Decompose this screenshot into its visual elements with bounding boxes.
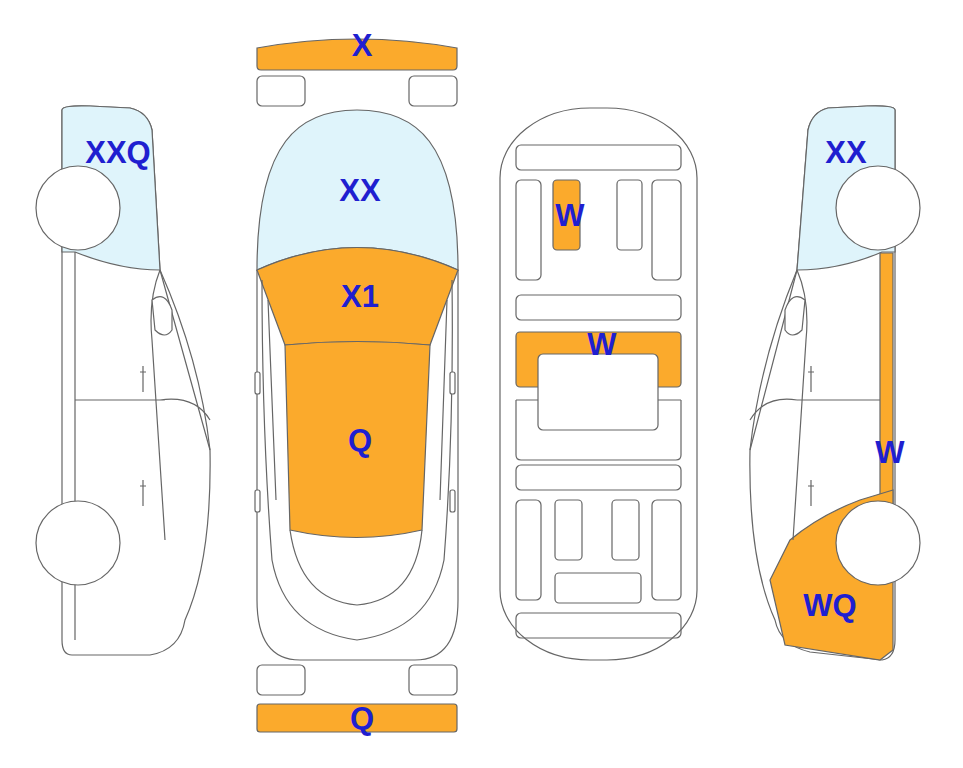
- damage-code: WQ: [803, 590, 856, 621]
- under-part: [555, 573, 641, 603]
- under-part: [516, 613, 681, 638]
- under-part: [516, 145, 681, 170]
- under-part: [617, 180, 642, 250]
- damage-code: X: [352, 30, 373, 61]
- door-line: [268, 300, 447, 500]
- damage-code: W: [875, 437, 904, 468]
- headlight: [257, 76, 305, 106]
- damage-code: XXQ: [85, 137, 150, 168]
- damage-code: XX: [339, 175, 380, 206]
- windshield: [257, 248, 458, 346]
- handle: [255, 490, 260, 512]
- under-part: [516, 500, 541, 600]
- taillight: [409, 665, 457, 695]
- damage-code: XX: [825, 137, 866, 168]
- left-handle: [140, 366, 146, 506]
- under-panel: [538, 354, 658, 430]
- right-handle: [808, 366, 814, 506]
- under-part: [516, 295, 681, 320]
- right-pillar: [880, 253, 893, 510]
- right-door-line: [750, 270, 880, 540]
- under-part: [516, 465, 681, 490]
- under-part: [612, 500, 639, 560]
- roof: [285, 342, 430, 538]
- damage-code: W: [587, 329, 616, 360]
- damage-code: X1: [341, 281, 379, 312]
- right-front-wheel: [836, 166, 920, 250]
- body-line: [262, 280, 452, 640]
- underside-body: [500, 108, 697, 660]
- damage-code: Q: [350, 703, 374, 734]
- left-front-wheel: [36, 166, 120, 250]
- handle: [450, 490, 455, 512]
- under-part: [652, 180, 681, 280]
- mirror: [255, 372, 260, 394]
- under-part: [555, 500, 582, 560]
- left-rear-wheel: [36, 501, 120, 585]
- under-part: [652, 500, 681, 600]
- hood: [257, 110, 458, 270]
- taillight: [257, 665, 305, 695]
- headlight: [409, 76, 457, 106]
- rear-window: [290, 530, 422, 605]
- mirror: [450, 372, 455, 394]
- left-mirror: [152, 297, 172, 335]
- damage-code: Q: [348, 425, 372, 456]
- under-part: [516, 180, 541, 280]
- right-mirror: [785, 297, 805, 335]
- under-part: [516, 400, 681, 460]
- right-rear-wheel: [836, 501, 920, 585]
- damage-code: W: [555, 200, 584, 231]
